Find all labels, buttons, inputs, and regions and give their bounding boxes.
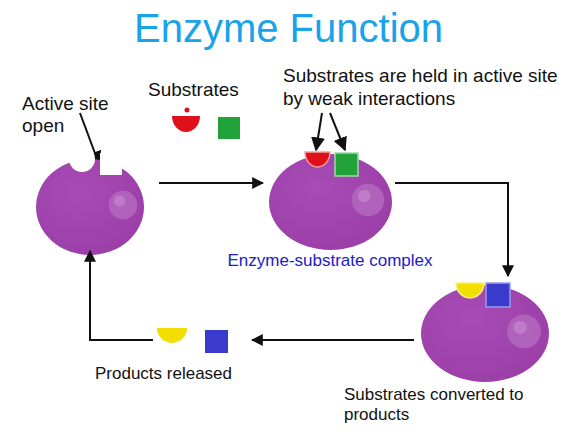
red-substrate: [172, 116, 200, 132]
enzyme-shape: Active site open: [35, 155, 145, 255]
node-caption: Products released: [95, 364, 295, 384]
diagram-title: Enzyme Function: [0, 6, 577, 50]
product-group: Products released: [155, 325, 230, 357]
annotation-label: Substrates: [148, 79, 258, 101]
enzyme-shape: Enzyme-substrate complex: [268, 150, 393, 250]
node-caption: Substrates converted to products: [344, 385, 564, 424]
product-shapes: [155, 325, 230, 357]
flow-arrow: [90, 251, 153, 340]
node-caption: Enzyme-substrate complex: [200, 251, 460, 271]
enzyme-body: [268, 150, 393, 250]
annotation-label: Substrates are held in active site by we…: [283, 65, 573, 111]
enzyme-shape: Substrates converted to products: [420, 281, 550, 382]
flow-arrow: [252, 339, 414, 341]
node-caption: Active site open: [22, 93, 132, 137]
enzyme-body: [35, 155, 145, 255]
green-substrate: [218, 117, 240, 139]
leader-line: [316, 113, 322, 150]
enzyme-body: [420, 281, 550, 382]
substrate-dot: [185, 108, 190, 113]
flow-arrow: [159, 182, 263, 184]
leader-line: [330, 113, 345, 150]
